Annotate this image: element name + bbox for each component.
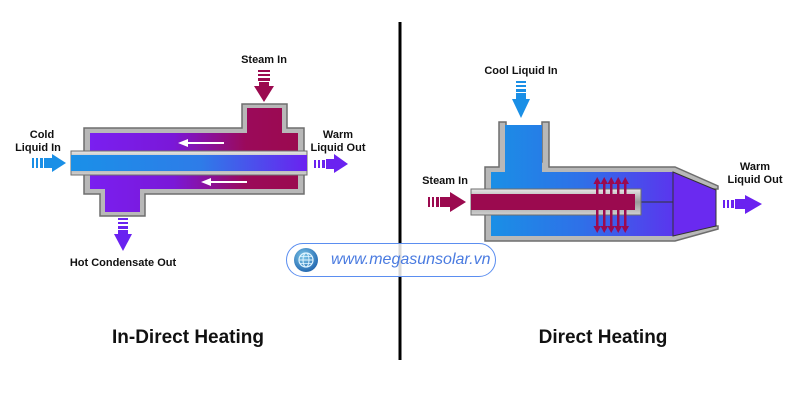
cold-liquid-in-arrow-icon [32,154,66,172]
liquid-out-label-right: Liquid Out [728,174,783,186]
cool-liquid-in-label: Cool Liquid In [484,65,558,77]
liquid-out-label: Liquid Out [311,142,366,154]
cold-label: Cold [30,129,54,141]
outlet-nozzle [672,171,717,237]
injection-arrow [607,177,615,233]
steam-in-arrow-icon [254,70,274,102]
watermark-url[interactable]: www.megasunsolar.vn [331,251,491,268]
warm-liquid-out-arrow-icon [723,195,762,214]
globe-icon [294,248,318,272]
direct-heating-title: Direct Heating [539,327,668,348]
indirect-heat-exchanger [70,103,308,217]
hot-condensate-out-arrow-icon [114,218,132,251]
direct-heater [470,121,719,242]
injection-arrow [600,177,608,233]
flow-arrows [178,139,247,186]
warm-liquid-out-arrow-icon [314,154,348,173]
injection-arrow [593,177,601,233]
watermark-badge[interactable]: www.megasunsolar.vn [286,243,496,277]
injection-arrow [621,177,629,233]
flow-arrow-top [186,142,224,144]
indirect-heating-title: In-Direct Heating [112,327,264,348]
steam-in-arrow-icon [428,192,466,212]
steam-in-label: Steam In [241,54,287,66]
warm-label-right: Warm [740,161,770,173]
warm-label: Warm [323,129,353,141]
hot-condensate-out-label: Hot Condensate Out [70,257,177,269]
flow-arrow-bottom [209,181,247,183]
mixing-chamber [491,125,673,236]
liquid-in-label: Liquid In [15,142,61,154]
flow-arrowhead-bottom [201,178,211,186]
steam-injector [471,194,635,210]
steam-injection-arrows [593,177,629,233]
flow-arrowhead-top [178,139,188,147]
injection-arrow [614,177,622,233]
steam-in-label-right: Steam In [422,175,468,187]
cool-liquid-in-arrow-icon [512,81,530,118]
liquid-tube [71,155,307,171]
